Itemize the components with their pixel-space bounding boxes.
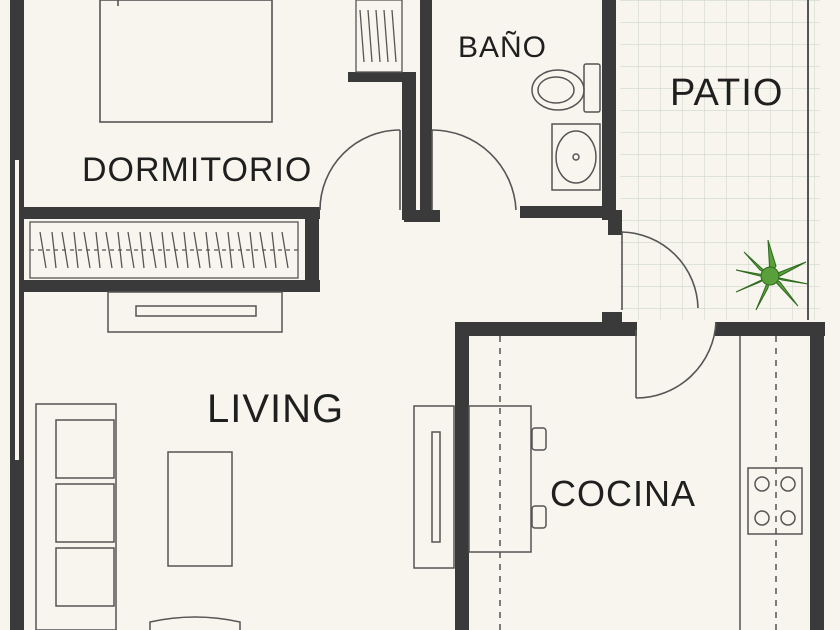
closet-icon bbox=[355, 0, 403, 73]
sink-icon bbox=[551, 123, 601, 191]
armchair-icon bbox=[149, 616, 241, 630]
patio-area bbox=[620, 0, 820, 320]
room-label-dormitorio: DORMITORIO bbox=[82, 151, 312, 189]
tv-unit-icon bbox=[107, 291, 283, 333]
walls bbox=[10, 0, 825, 630]
dining-table-icon bbox=[413, 336, 777, 630]
coffee-table-icon bbox=[167, 451, 233, 567]
room-label-patio: PATIO bbox=[670, 72, 783, 114]
stove-icon bbox=[747, 467, 803, 535]
room-label-bano: BAÑO bbox=[458, 30, 547, 64]
bed-icon bbox=[99, 0, 273, 123]
plant-icon bbox=[735, 239, 809, 311]
doors bbox=[319, 129, 717, 399]
room-label-living: LIVING bbox=[207, 387, 344, 431]
toilet-icon bbox=[531, 63, 601, 113]
wardrobe-icon bbox=[29, 221, 299, 279]
room-label-cocina: COCINA bbox=[550, 473, 696, 514]
sofa-icon bbox=[35, 403, 117, 630]
